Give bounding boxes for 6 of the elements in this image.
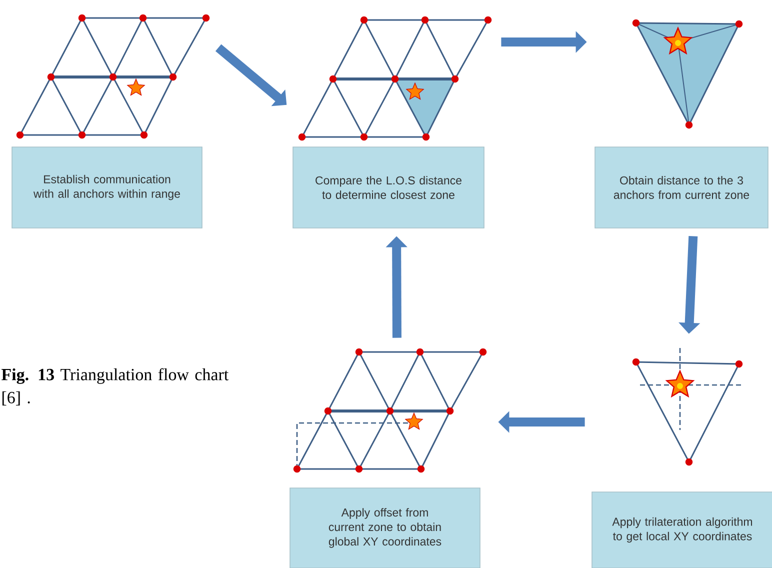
step-box: Apply trilateration algorithm to get local XY coordinates	[592, 492, 772, 568]
step-box: Obtain distance to the 3 anchors from current zone	[594, 146, 768, 228]
step-box: Establish communication with all anchors within range	[12, 146, 202, 228]
figure-caption: Fig. 13 Triangulation flow chart [6] .	[2, 368, 229, 406]
step-box: Compare the L.O.S distance to determine closest zone	[292, 146, 484, 228]
step-box: Apply offset from current zone to obtain global XY coordinates	[290, 488, 480, 568]
